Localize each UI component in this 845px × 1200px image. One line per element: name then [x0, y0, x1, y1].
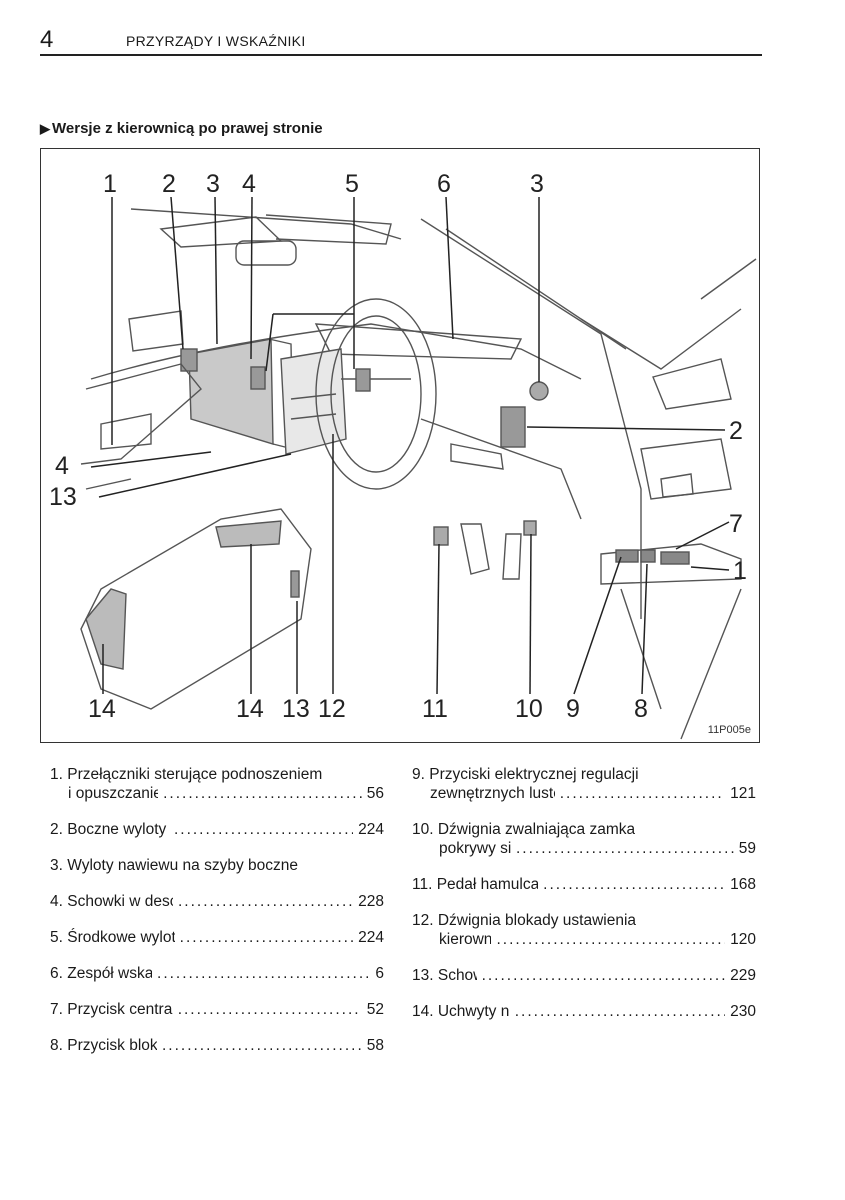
- legend-item-text-cont: i opuszczaniem szyb: [68, 785, 159, 802]
- legend-item-page: 59: [738, 840, 756, 857]
- legend-item-text: 4. Schowki w desce rozdzielczej: [50, 893, 173, 910]
- legend-item-text: 6. Zespół wskaźników: [50, 965, 153, 982]
- subtitle: ▶Wersje z kierownicą po prawej stronie: [40, 120, 323, 137]
- callout-right-7: 7: [729, 510, 743, 538]
- callout-top-2: 2: [162, 170, 176, 198]
- callout-top-5: 5: [345, 170, 359, 198]
- callout-bottom-14: 14: [88, 695, 116, 723]
- side-vent: [500, 406, 526, 448]
- legend-item-text: 13. Schowki: [412, 967, 477, 984]
- windshield-line: [130, 208, 402, 240]
- legend-item-text-cont: zewnętrznych lusterek wstecznych: [430, 785, 555, 802]
- steering-wheel: [315, 298, 437, 490]
- dashboard-illustration: 1 2 3 4 5 6 3 2 7 1 4 13 14 14 13 12 11 …: [40, 148, 760, 743]
- section-title: PRZYRZĄDY I WSKAŹNIKI: [126, 33, 306, 49]
- legend-item-text-cont: kierownicy: [439, 931, 492, 948]
- glovebox: [188, 338, 274, 445]
- callout-left-13: 13: [49, 483, 77, 511]
- legend-item: 9. Przyciski elektrycznej regulacji zewn…: [412, 766, 756, 802]
- legend-item-text: 10. Dźwignia zwalniająca zamka: [412, 821, 636, 838]
- legend-item: 5. Środkowe wyloty wentylacyjne.........…: [50, 929, 384, 946]
- sun-visor-left: [159, 216, 283, 248]
- legend-item: 11. Pedał hamulca postojowego...........…: [412, 876, 756, 893]
- subtitle-text: Wersje z kierownicą po prawej stronie: [52, 120, 323, 137]
- legend-item: 1. Przełączniki sterujące podnoszeniem i…: [50, 766, 384, 802]
- callout-bottom-8: 8: [634, 695, 648, 723]
- dashboard-top: [90, 323, 582, 380]
- cup-holder-lower: [85, 588, 127, 670]
- callout-bottom-12: 12: [318, 695, 346, 723]
- legend-item-text: 11. Pedał hamulca postojowego: [412, 876, 539, 893]
- legend-right-column: 9. Przyciski elektrycznej regulacji zewn…: [412, 765, 756, 1038]
- triangle-bullet-icon: ▶: [40, 121, 50, 136]
- legend-item: 3. Wyloty nawiewu na szyby boczne: [50, 856, 384, 875]
- legend-item: 2. Boczne wyloty wentylacyjne...........…: [50, 821, 384, 838]
- legend-item-text: 12. Dźwignia blokady ustawienia: [412, 912, 637, 929]
- dashboard-drawing: 1 2 3 4 5 6 3 2 7 1 4 13 14 14 13 12 11 …: [49, 170, 757, 740]
- callout-top-4: 4: [242, 170, 256, 198]
- legend-item-page: 229: [730, 967, 756, 984]
- legend-item-page: 224: [358, 929, 384, 946]
- callout-bottom-9: 9: [566, 695, 580, 723]
- callout-bottom-11: 11: [422, 695, 448, 723]
- door-switch-panel: [600, 543, 742, 585]
- legend-item: 12. Dźwignia blokady ustawienia kierowni…: [412, 912, 756, 948]
- callout-top-3b: 3: [530, 170, 544, 198]
- legend-item-page: 58: [366, 1037, 384, 1054]
- legend-item: 4. Schowki w desce rozdzielczej.........…: [50, 893, 384, 910]
- legend-item-text: 8. Przycisk blokady szyb: [50, 1037, 157, 1054]
- legend-item: 7. Przycisk centralnego zamka...........…: [50, 1001, 384, 1018]
- legend-item-text-cont: pokrywy silnika: [439, 840, 511, 857]
- legend-item: 6. Zespół wskaźników....................…: [50, 965, 384, 982]
- legend-item-text: 9. Przyciski elektrycznej regulacji: [412, 766, 639, 783]
- legend-item-page: 52: [366, 1001, 384, 1018]
- defroster-vent: [529, 381, 549, 401]
- legend-item-page: 228: [358, 893, 384, 910]
- legend-item-text: 2. Boczne wyloty wentylacyjne: [50, 821, 169, 838]
- legend-item-page: 6: [375, 965, 384, 982]
- legend-item-page: 121: [730, 785, 756, 802]
- legend-item: 10. Dźwignia zwalniająca zamka pokrywy s…: [412, 821, 756, 857]
- callout-bottom-13: 13: [282, 695, 310, 723]
- callout-bottom-14b: 14: [236, 695, 264, 723]
- callout-top-6: 6: [437, 170, 451, 198]
- legend-item-text: 1. Przełączniki sterujące podnoszeniem: [50, 766, 323, 783]
- center-console: [80, 508, 312, 710]
- callout-bottom-10: 10: [515, 695, 543, 723]
- page-number: 4: [40, 26, 54, 53]
- legend-item: 13. Schowki.............................…: [412, 967, 756, 984]
- legend-item-page: 120: [730, 931, 756, 948]
- legend-item-page: 230: [730, 1003, 756, 1020]
- callout-right-2: 2: [729, 417, 743, 445]
- legend-left-column: 1. Przełączniki sterujące podnoszeniem i…: [50, 765, 384, 1072]
- callout-top-1: 1: [103, 170, 117, 198]
- callout-top-3: 3: [206, 170, 220, 198]
- sun-visor-right: [265, 214, 392, 245]
- legend-item: 14. Uchwyty na kubki....................…: [412, 1003, 756, 1020]
- legend-item-text: 7. Przycisk centralnego zamka: [50, 1001, 173, 1018]
- legend-item-text: 5. Środkowe wyloty wentylacyjne: [50, 929, 175, 946]
- legend-item-text: 3. Wyloty nawiewu na szyby boczne: [50, 857, 298, 874]
- rear-mirror: [235, 240, 297, 266]
- cup-holder-upper: [215, 520, 282, 548]
- callout-left-4: 4: [55, 452, 69, 480]
- legend-item: 8. Przycisk blokady szyb................…: [50, 1037, 384, 1054]
- legend-item-text: 14. Uchwyty na kubki: [412, 1003, 510, 1020]
- figure-code: 11P005e: [707, 724, 751, 736]
- legend-item-page: 168: [730, 876, 756, 893]
- callout-right-1: 1: [733, 557, 747, 585]
- legend-item-page: 56: [366, 785, 384, 802]
- legend-item-page: 224: [358, 821, 384, 838]
- instrument-panel: [314, 323, 523, 360]
- page-header: 4 PRZYRZĄDY I WSKAŹNIKI: [40, 24, 762, 56]
